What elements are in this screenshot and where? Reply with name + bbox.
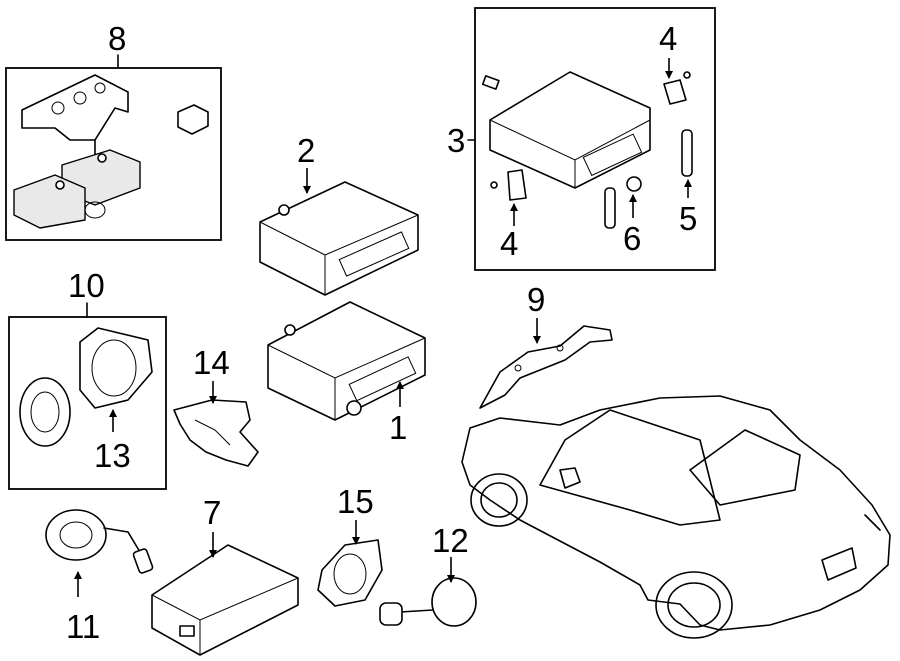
callout-11: 11 <box>66 608 100 645</box>
radio-part <box>267 301 426 421</box>
vehicle-outline <box>461 395 891 639</box>
callout-4-top: 4 <box>659 20 677 57</box>
cap-part <box>379 557 477 627</box>
callout-7: 7 <box>203 494 221 531</box>
callout-1: 1 <box>389 409 407 446</box>
callout-14: 14 <box>193 344 230 381</box>
callout-13: 13 <box>94 437 131 474</box>
callout-6: 6 <box>623 220 641 257</box>
cover-part <box>173 381 259 467</box>
callout-15: 15 <box>337 483 374 520</box>
callout-4-bottom: 4 <box>500 225 518 262</box>
callout-2: 2 <box>297 132 315 169</box>
antenna-bracket-part <box>479 318 613 409</box>
antenna-motor-part <box>45 509 154 597</box>
callout-9: 9 <box>527 281 545 318</box>
callout-5: 5 <box>679 200 697 237</box>
speaker-group-box <box>8 302 167 490</box>
callout-8: 8 <box>108 20 126 57</box>
callout-3: 3 <box>447 122 465 159</box>
amplifier-group-box <box>5 54 222 241</box>
callout-labels: 1 2 3 4 4 5 6 7 8 9 10 11 12 13 14 15 <box>66 20 697 645</box>
callout-12: 12 <box>432 522 469 559</box>
callout-10: 10 <box>68 267 105 304</box>
cd-changer-part <box>259 168 419 296</box>
bezel-part <box>317 520 383 607</box>
storage-pocket-part <box>151 532 299 656</box>
radio-kit-group-box <box>467 7 716 271</box>
